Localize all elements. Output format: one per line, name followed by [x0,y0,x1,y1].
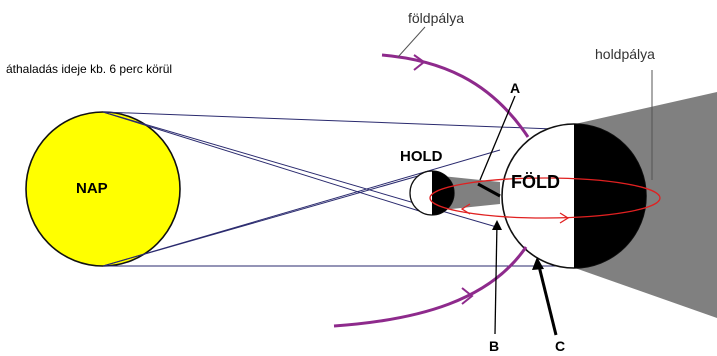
point-a-label: A [510,80,521,96]
earth-orbit-upper [381,53,530,138]
lunar-orbit-arrow-2 [460,203,471,215]
point-b-leader [494,221,498,335]
earth-orbit-lower [333,246,528,328]
transit-duration-caption: áthaladás ideje kb. 6 perc körül [6,62,173,76]
point-b-arrowhead [492,220,502,230]
earth-orbit-upper-arrow [413,54,426,71]
earth-orbit-label: földpálya [408,10,465,26]
point-b-label: B [489,338,500,354]
moon-dark-side [432,171,454,215]
lunar-orbit-arrow-1 [559,212,570,224]
point-c-label: C [555,338,566,354]
earth-night-side [574,124,646,268]
moon-label: HOLD [400,148,443,165]
point-c-arrowhead [532,257,544,270]
point-c-leader [536,261,558,336]
earth-orbit-leader [397,26,426,58]
sun-label: NAP [76,180,108,197]
lunar-orbit [429,177,661,219]
point-a-leader [479,95,516,181]
point-a-arrow [477,182,501,198]
earth-label: FÖLD [511,172,560,192]
earth-orbit-lower-arrow [461,287,474,305]
moon-orbit-label: holdpálya [595,46,655,62]
